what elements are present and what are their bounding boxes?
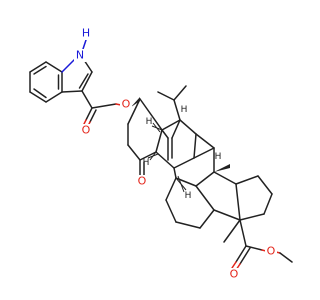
ring-a — [127, 98, 163, 176]
bond — [231, 261, 237, 269]
bond — [29, 61, 47, 73]
hatch-line — [177, 175, 185, 193]
molecule-canvas: H N O O O O O H H H H H — [29, 26, 293, 281]
wedge-bond — [214, 164, 230, 172]
bond — [127, 144, 141, 161]
bond — [257, 175, 273, 195]
bond — [173, 157, 195, 169]
bond — [45, 91, 63, 103]
label-bg — [120, 98, 132, 111]
methyl-ester-group — [223, 219, 293, 271]
bond — [173, 99, 181, 121]
bond — [193, 147, 215, 159]
bond — [61, 90, 83, 93]
stereo-h-right-label: H — [215, 152, 222, 162]
hatch-bonds — [147, 122, 187, 193]
bond — [173, 85, 187, 101]
wedge-bond — [131, 97, 140, 107]
bond — [155, 129, 163, 153]
bond — [139, 151, 157, 161]
bond — [245, 245, 263, 251]
bond — [78, 73, 89, 89]
bond — [85, 107, 93, 121]
bond — [83, 119, 87, 125]
methyl-ester-oxygen-label: O — [267, 245, 276, 258]
bond — [195, 133, 215, 149]
indole-h-label: H — [82, 27, 90, 40]
bond — [239, 213, 265, 221]
atom-labels: H N O O O O O H H H H H — [74, 27, 277, 281]
bond — [179, 119, 197, 135]
bond — [157, 91, 175, 101]
stereo-h-bridge-label: H — [143, 158, 150, 168]
bond — [175, 221, 201, 229]
bond — [195, 185, 215, 211]
bond — [165, 199, 177, 223]
indole-n-label: N — [76, 49, 84, 62]
stereo-h-left-label: H — [146, 117, 153, 127]
bond — [127, 98, 141, 125]
ester-oxygen-label: O — [122, 98, 131, 111]
bond — [193, 133, 197, 159]
bond — [89, 109, 97, 123]
ketone-oxygen-label: O — [138, 175, 147, 188]
bond — [213, 171, 237, 185]
methyl-ester-carbonyl-oxygen-label: O — [230, 268, 239, 281]
bicyclic-core — [155, 85, 197, 169]
ring-c — [173, 133, 230, 187]
bond — [61, 57, 77, 73]
bond — [235, 175, 259, 185]
bond — [171, 119, 181, 139]
bond — [195, 171, 215, 187]
bond — [139, 98, 163, 131]
bond — [239, 247, 251, 265]
bond — [81, 71, 93, 92]
label-bg — [228, 268, 240, 281]
hatch-line — [147, 153, 159, 159]
label-bg — [265, 245, 277, 258]
stereo-h-top-label: H — [181, 105, 188, 115]
bond — [239, 219, 247, 247]
label-bg — [80, 27, 92, 40]
bond — [235, 245, 247, 263]
hatch-line — [152, 122, 161, 133]
ester-carbonyl-oxygen-label: O — [82, 124, 91, 137]
bond — [33, 65, 47, 75]
bond — [199, 209, 215, 229]
molecule-structure: H N O O O O O H H H H H — [29, 27, 293, 281]
label-bg — [74, 49, 86, 62]
bond — [161, 119, 181, 131]
bond — [33, 88, 47, 99]
bond — [29, 91, 47, 103]
bond — [213, 209, 241, 221]
label-bg — [80, 124, 92, 137]
bond — [45, 61, 63, 73]
bond — [165, 177, 177, 201]
ring-e — [213, 171, 273, 221]
bond — [279, 252, 293, 263]
bond — [91, 103, 117, 109]
bond — [235, 183, 241, 221]
bond — [263, 193, 273, 215]
bond — [155, 151, 175, 169]
stereo-h-low-label: H — [185, 191, 192, 201]
bond — [81, 90, 93, 109]
label-bg — [136, 175, 148, 188]
bond — [161, 129, 169, 139]
ring-d — [165, 177, 215, 229]
bond — [173, 167, 177, 179]
bond — [223, 219, 241, 243]
